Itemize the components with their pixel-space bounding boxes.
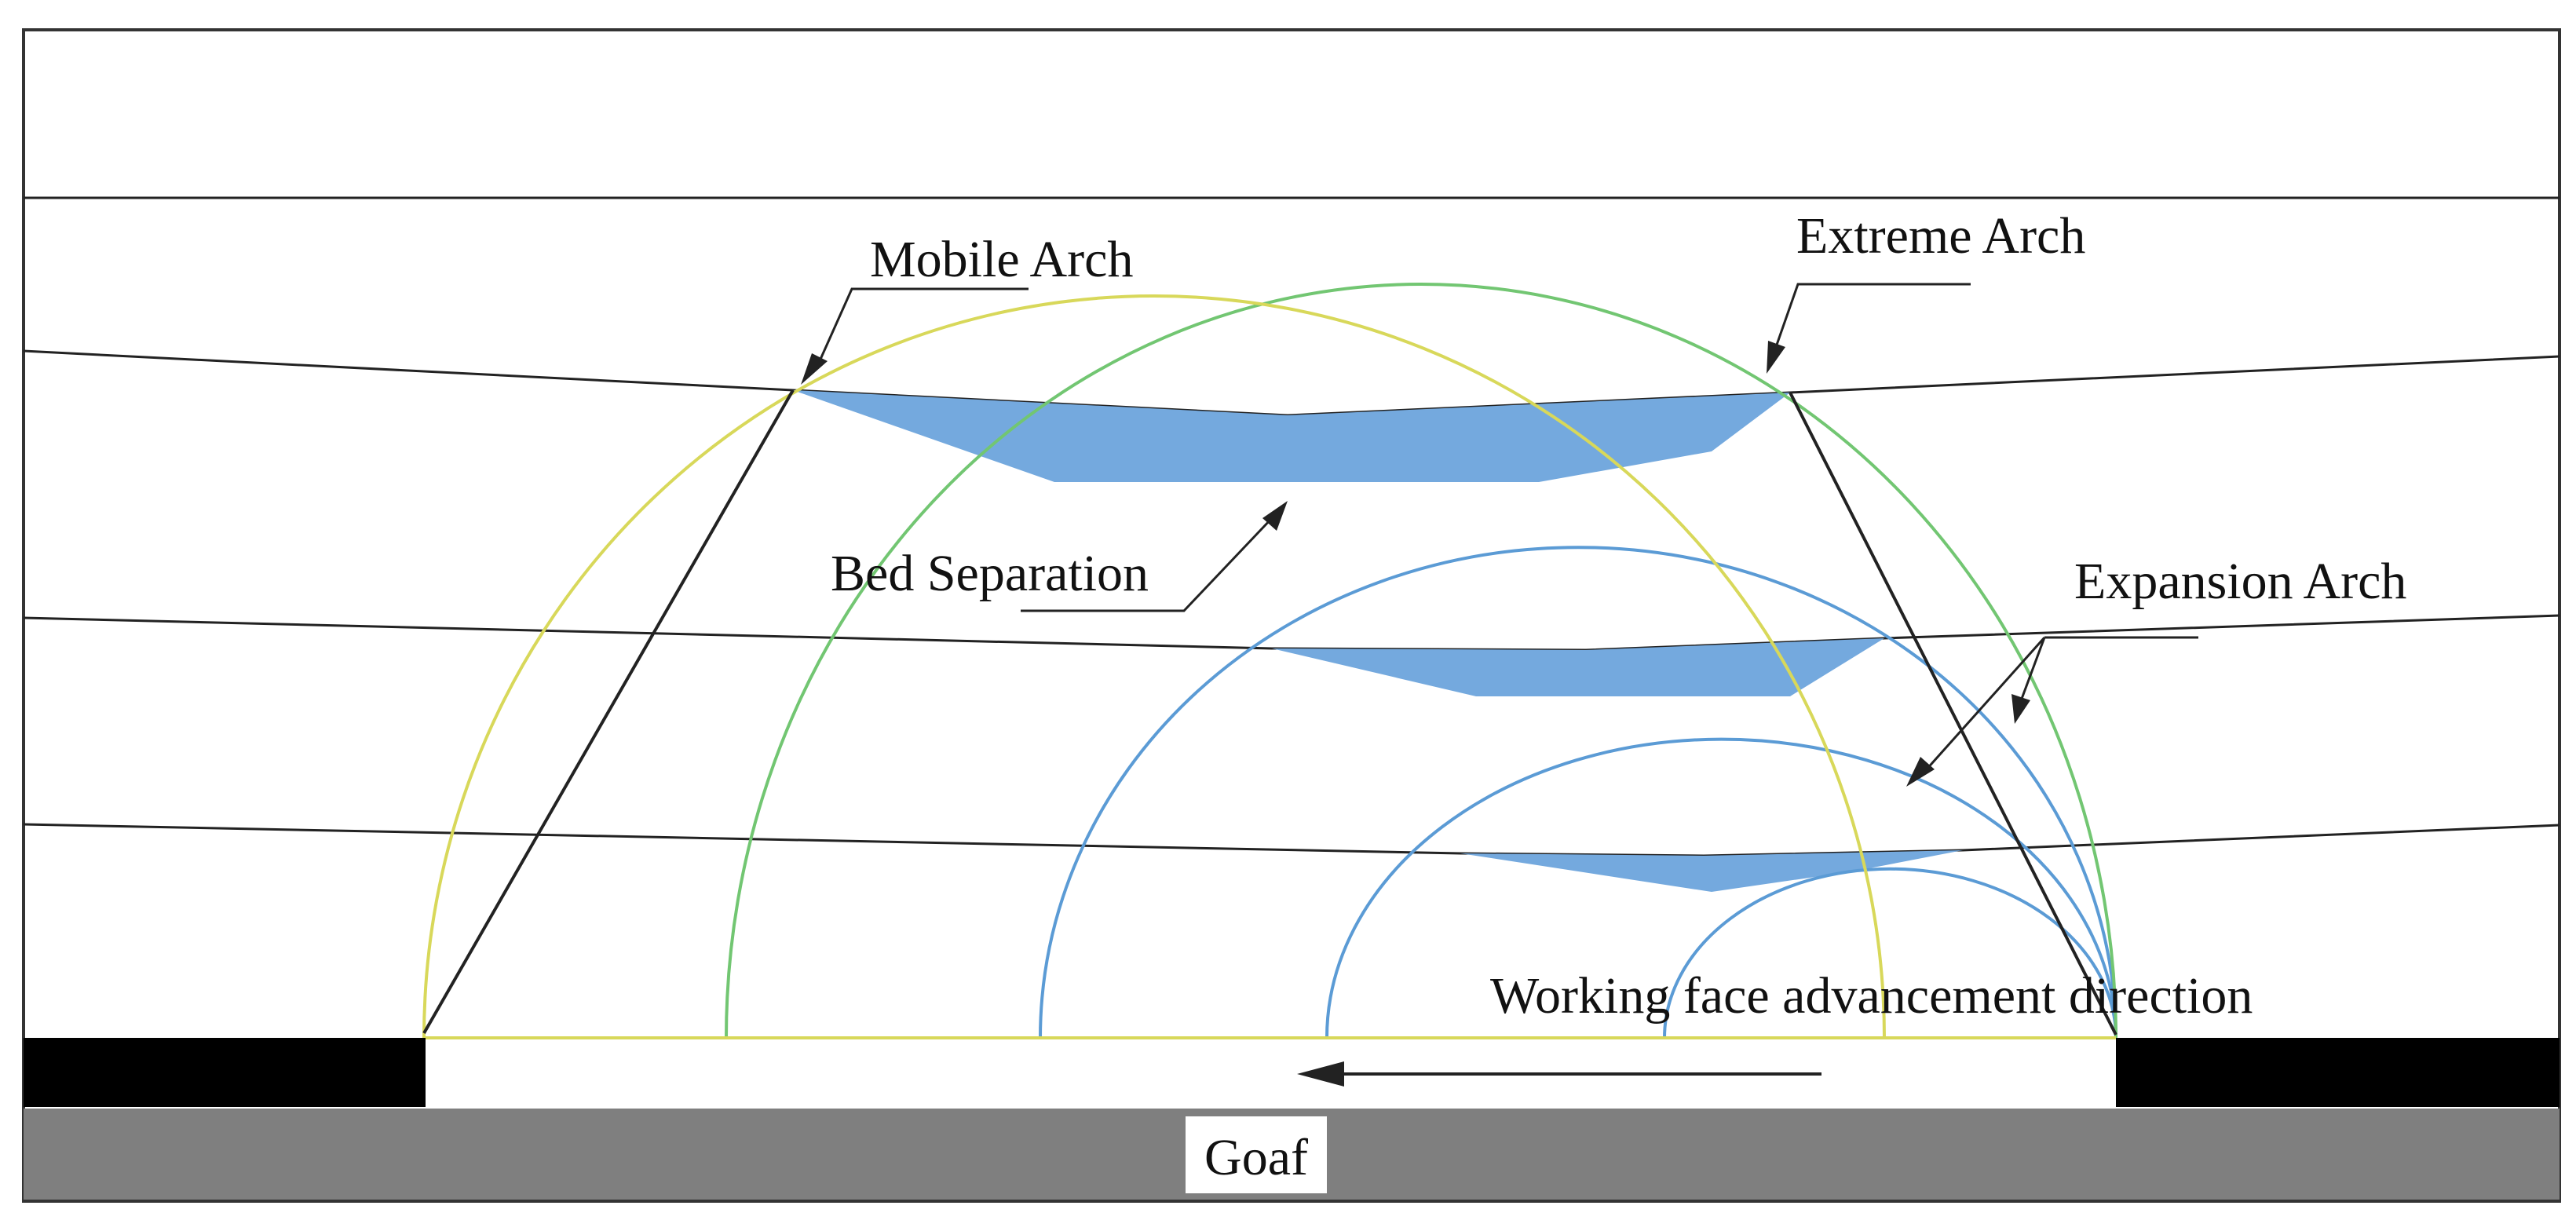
advance-direction-arrowhead bbox=[1297, 1061, 1344, 1087]
expansion-arch-medium bbox=[1325, 737, 2117, 1039]
mobile-arch bbox=[422, 294, 1886, 1039]
expansion-arch-label: Expansion Arch bbox=[2074, 553, 2406, 610]
extreme-arch-leader-arrowhead bbox=[1767, 341, 1785, 374]
goaf-label-box bbox=[1186, 1116, 1327, 1193]
diagram-frame bbox=[22, 28, 2561, 1203]
expansion-arch-leader-b bbox=[2020, 637, 2046, 700]
extreme-arch bbox=[725, 283, 2117, 1039]
mobile-arch-leader bbox=[817, 287, 1029, 363]
bed-separation-leader bbox=[1021, 517, 1273, 612]
mobile-arch-label: Mobile Arch bbox=[870, 231, 1133, 288]
mobile-arch-leader-arrowhead bbox=[801, 353, 828, 385]
bed-separation-leader-arrowhead bbox=[1262, 501, 1288, 531]
coal-pillar-right bbox=[2116, 1038, 2560, 1107]
extreme-arch-label: Extreme Arch bbox=[1796, 207, 2085, 265]
goaf-label: Goaf bbox=[1204, 1129, 1308, 1186]
expansion-arch-large bbox=[1039, 546, 2117, 1039]
bed-separation-label: Bed Separation bbox=[831, 545, 1149, 602]
bed-separation-zone-upper bbox=[793, 390, 1790, 482]
fracture-line-right bbox=[1789, 392, 2117, 1036]
advance-direction-label: Working face advancement direction bbox=[1490, 967, 2253, 1025]
expansion-arch-leader-a bbox=[1924, 637, 2046, 772]
extreme-arch-leader bbox=[1774, 283, 1971, 348]
coal-pillar-left bbox=[24, 1038, 426, 1107]
fracture-line-left bbox=[422, 389, 795, 1034]
expansion-arch-small bbox=[1663, 867, 2117, 1039]
expansion-arch-leader-a-arrowhead bbox=[1906, 757, 1935, 787]
expansion-arch-leader-b-arrowhead bbox=[2011, 694, 2030, 724]
bed-separation-zone-middle bbox=[1272, 638, 1884, 696]
bed-separation-zone-lower bbox=[1460, 850, 1963, 892]
